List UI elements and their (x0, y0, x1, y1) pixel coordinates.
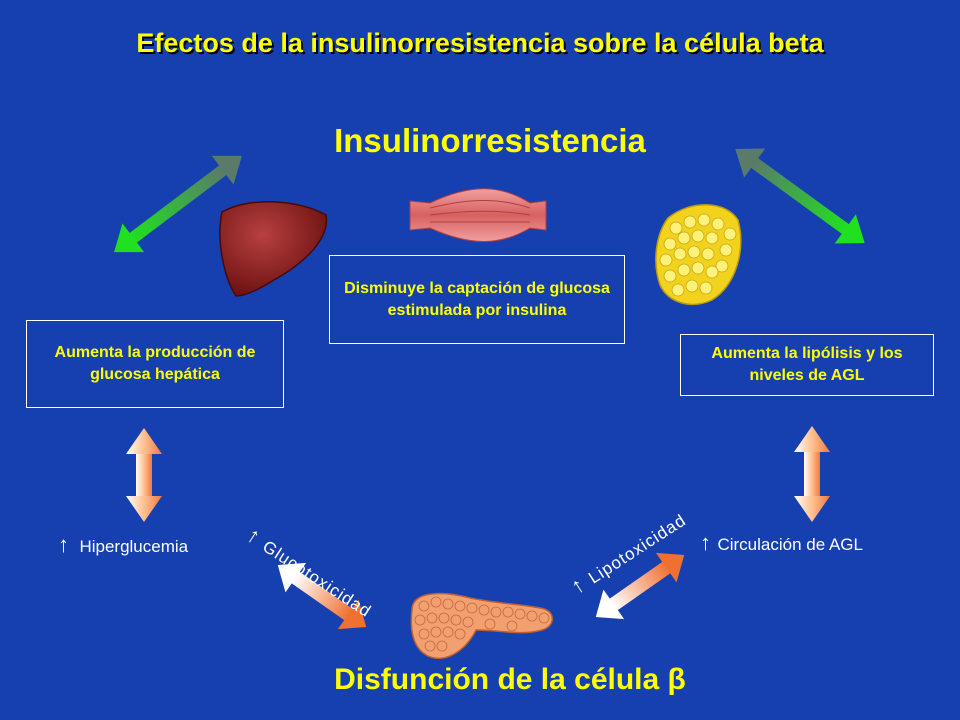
double-arrow-vertical-left (126, 428, 162, 522)
hub-title: Insulinorresistencia (334, 122, 646, 159)
muscle-icon (409, 188, 547, 242)
fat-tissue-icon (655, 204, 742, 306)
pancreas-icon (410, 592, 553, 659)
up-arrow-icon: ↑ (58, 532, 69, 557)
double-arrow-lipotox (595, 552, 685, 620)
double-arrow-glucotox (277, 562, 367, 630)
agl-circulation-label: ↑ Circulación de AGL (700, 530, 863, 556)
double-arrow-left-green (114, 155, 242, 253)
liver-icon (219, 200, 328, 297)
bottom-title: Disfunción de la célula β (334, 663, 686, 696)
hyperglycemia-text: Hiperglucemia (79, 537, 189, 556)
page-title: Efectos de la insulinorresistencia sobre… (136, 28, 824, 58)
muscle-effect-box: Disminuye la captación de glucosa estimu… (329, 255, 625, 344)
liver-effect-box: Aumenta la producción de glucosa hepátic… (26, 320, 284, 408)
up-arrow-icon: ↑ (700, 530, 711, 555)
double-arrow-right-green (735, 148, 865, 244)
fat-effect-box: Aumenta la lipólisis y los niveles de AG… (680, 334, 934, 396)
hyperglycemia-label: ↑ Hiperglucemia (58, 532, 188, 558)
double-arrow-vertical-right (794, 426, 830, 522)
agl-circulation-text: Circulación de AGL (717, 535, 863, 554)
